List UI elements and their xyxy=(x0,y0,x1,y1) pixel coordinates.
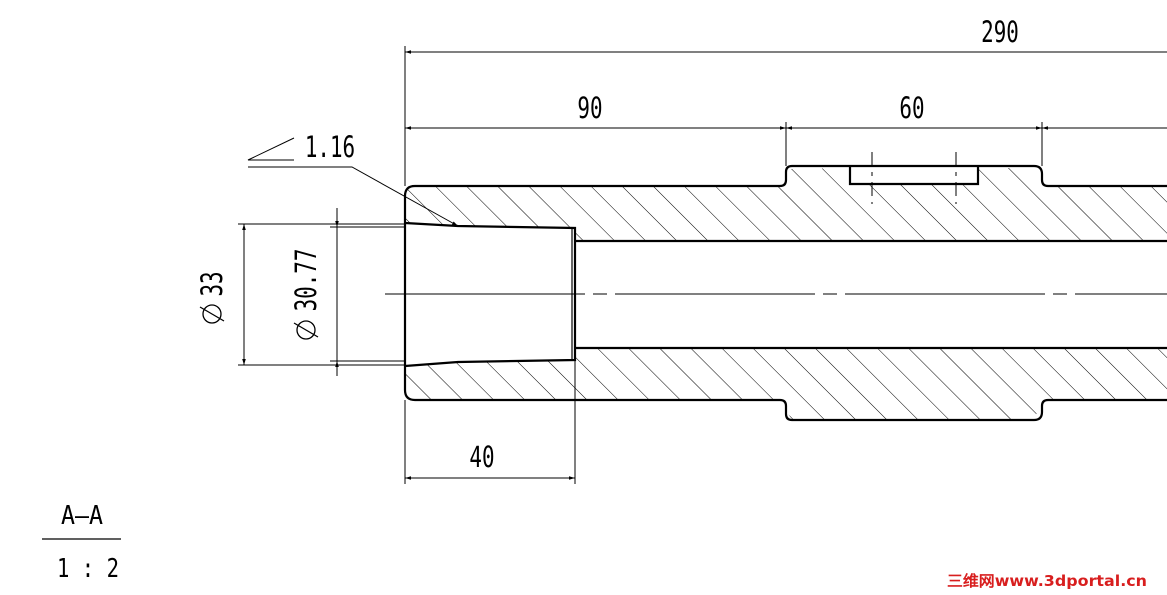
taper-symbol xyxy=(247,137,295,161)
section-name: A–A xyxy=(61,501,103,531)
center-lines xyxy=(385,152,1167,295)
taper-leader xyxy=(248,166,459,227)
dim-label-290: 290 xyxy=(981,16,1019,49)
taper-label: 1.16 xyxy=(305,131,355,164)
dim-label-d33: 33 xyxy=(196,271,229,296)
dimension-lines xyxy=(238,46,1167,484)
top-profile xyxy=(403,164,1167,366)
diameter-symbol-30 xyxy=(296,320,316,340)
bottom-profile xyxy=(403,366,1167,422)
dim-label-90: 90 xyxy=(577,92,602,125)
lower-wall-hatch xyxy=(405,348,1167,420)
dim-label-d30: 30.77 xyxy=(290,249,323,312)
watermark: 三维网www.3dportal.cn xyxy=(947,572,1147,590)
dim-label-40: 40 xyxy=(469,441,494,474)
diameter-symbol-33 xyxy=(202,304,222,324)
key-slot xyxy=(848,166,980,186)
dimension-labels: 290 90 60 40 1.16 33 30.77 xyxy=(196,16,1019,474)
section-label-block: A–A 1 : 2 xyxy=(42,501,121,584)
dim-label-60: 60 xyxy=(899,92,924,125)
section-scale: 1 : 2 xyxy=(57,554,119,584)
